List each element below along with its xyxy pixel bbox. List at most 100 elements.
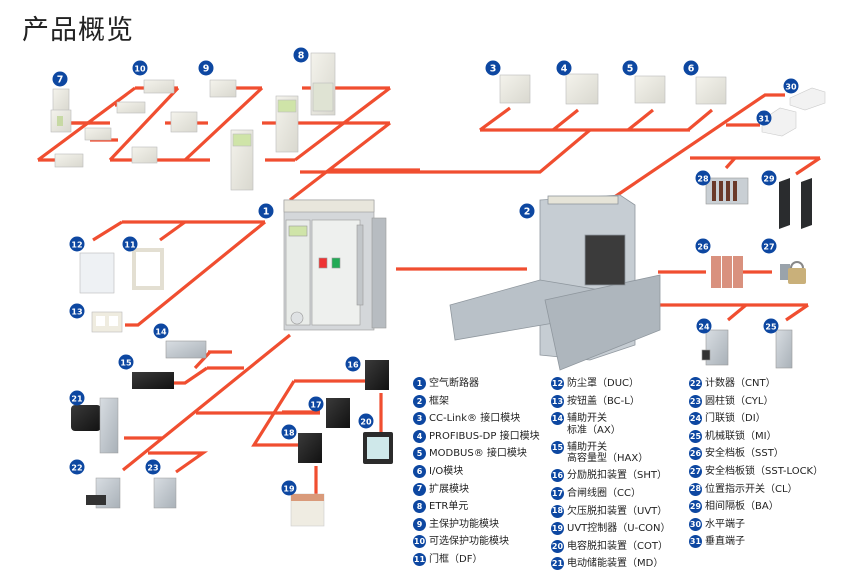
- badge-number: 4: [561, 63, 568, 74]
- badge-circle: [153, 323, 169, 339]
- badge-circle: [761, 170, 777, 186]
- component-5-modbus: [634, 75, 666, 104]
- badge-circle: [695, 238, 711, 254]
- badge-circle: [69, 236, 85, 252]
- badge-circle: [122, 236, 138, 252]
- badge-circle: [118, 354, 134, 370]
- badge-circle: [281, 424, 297, 440]
- badge-20: 20: [358, 413, 374, 429]
- component-23-cylinder-lock: [153, 477, 177, 509]
- badge-29: 29: [761, 170, 777, 186]
- badge-number: 24: [698, 322, 710, 331]
- legend-number-badge: 30: [689, 517, 702, 531]
- legend-number-badge: 4: [413, 429, 426, 443]
- badge-number: 12: [71, 240, 82, 249]
- legend-number-badge: 26: [689, 447, 702, 461]
- badge-circle: [622, 60, 638, 76]
- line-cb-13: [125, 220, 267, 327]
- component-29-phase-barriers: [779, 178, 812, 229]
- legend-label: 空气断路器: [429, 378, 479, 389]
- legend-label: 按钮盖（BC-L）: [567, 395, 640, 407]
- legend-label: 门框（DF）: [429, 553, 483, 565]
- legend-number-badge: 21: [551, 557, 564, 571]
- component-24-door-interlock: [705, 329, 729, 366]
- badge-number: 23: [147, 463, 158, 472]
- legend-label: 电动储能装置（MD）: [567, 558, 664, 570]
- legend-number-badge: 20: [551, 539, 564, 553]
- line-frame-24: [726, 303, 748, 322]
- legend-number-badge: 22: [689, 377, 702, 390]
- badge-9: 9: [198, 60, 214, 76]
- line-cb-11: [159, 220, 186, 242]
- badge-number: 22: [71, 463, 82, 472]
- component-20-cot: [363, 432, 393, 464]
- legend-number-badge: 3: [413, 412, 426, 426]
- badge-number: 15: [120, 358, 132, 367]
- line-terminal-29: [795, 156, 821, 176]
- badge-circle: [293, 47, 309, 63]
- component-16-shunt-trip: [365, 360, 389, 390]
- badge-number: 5: [627, 63, 634, 74]
- legend-label: 安全档板（SST）: [705, 448, 784, 460]
- legend-label: 水平端子: [705, 518, 745, 530]
- component-21-motor-drive: [71, 397, 119, 454]
- badge-number: 27: [763, 242, 774, 251]
- badge-1: 1: [258, 203, 274, 219]
- component-6-io: [695, 76, 727, 105]
- component-2-frame: [449, 194, 661, 371]
- badge-circle: [783, 78, 799, 94]
- badge-circle: [761, 238, 777, 254]
- legend-number-badge: 18: [551, 504, 564, 518]
- component-15-aux-switch-hax: [132, 372, 174, 389]
- badge-circle: [198, 60, 214, 76]
- line-cb-12: [92, 220, 123, 242]
- legend-number-badge: 27: [689, 464, 702, 478]
- badge-circle: [69, 390, 85, 406]
- legend-label: CC-Link® 接口模块: [429, 413, 521, 425]
- badge-27: 27: [761, 238, 777, 254]
- line-comm-4: [552, 108, 579, 132]
- badge-26: 26: [695, 238, 711, 254]
- badge-28: 28: [695, 170, 711, 186]
- badge-number: 2: [524, 206, 531, 217]
- badge-24: 24: [696, 318, 712, 334]
- badge-circle: [556, 60, 572, 76]
- legend-label: PROFIBUS-DP 接口模块: [429, 430, 540, 442]
- badge-13: 13: [69, 303, 85, 319]
- badge-number: 13: [71, 307, 82, 316]
- badge-16: 16: [345, 356, 361, 372]
- badge-number: 29: [763, 174, 775, 183]
- line-lattice-diag5: [289, 121, 391, 202]
- component-17-closing-coil: [326, 398, 350, 428]
- badge-23: 23: [145, 459, 161, 475]
- component-11-door-frame: [132, 248, 164, 290]
- badge-circle: [69, 303, 85, 319]
- badge-17: 17: [308, 396, 324, 412]
- component-28-position-switch: [705, 177, 749, 205]
- component-30-horizontal-terminal: [789, 87, 826, 111]
- legend-number-badge: 11: [413, 552, 426, 566]
- legend-number-badge: 2: [413, 394, 426, 408]
- component-18-uvt: [298, 433, 322, 463]
- legend-number-badge: 17: [551, 486, 564, 500]
- badge-4: 4: [556, 60, 572, 76]
- legend-number-badge: 24: [689, 412, 702, 426]
- badge-circle: [145, 459, 161, 475]
- badge-number: 16: [347, 360, 359, 369]
- legend-number-badge: 12: [551, 377, 564, 390]
- line-comm-6: [686, 108, 714, 132]
- component-coils: [298, 360, 389, 463]
- line-cb-18: [251, 380, 307, 447]
- legend-label: 欠压脱扣装置（UVT）: [567, 505, 668, 517]
- badge-number: 19: [283, 484, 295, 493]
- legend-number-badge: 16: [551, 469, 564, 483]
